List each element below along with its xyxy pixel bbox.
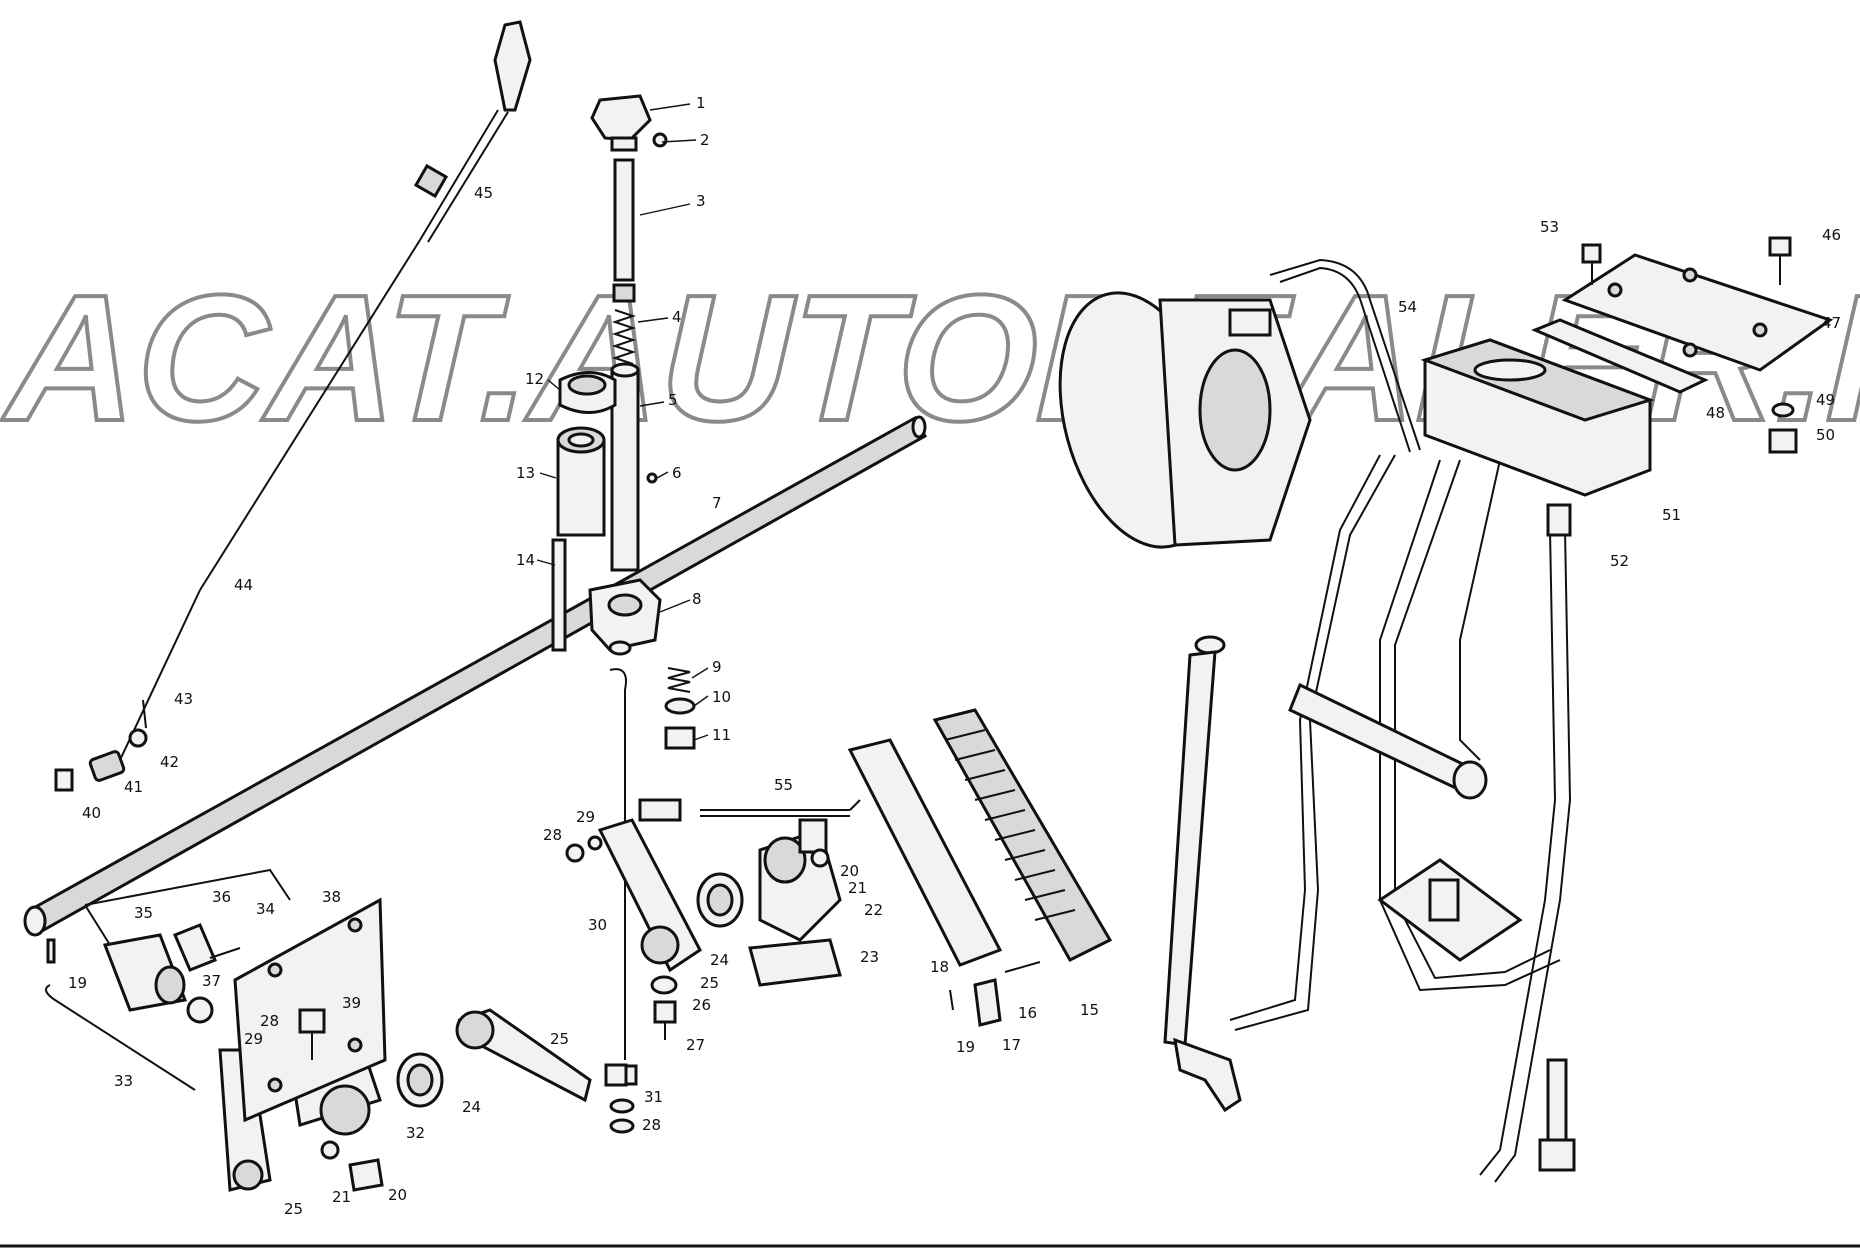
callout-34: 34 bbox=[256, 900, 275, 918]
callout-9: 9 bbox=[712, 658, 722, 676]
callout-25-mid: 25 bbox=[550, 1030, 569, 1048]
callout-21-upper: 21 bbox=[848, 879, 867, 897]
callout-28-left: 28 bbox=[260, 1012, 279, 1030]
callout-36: 36 bbox=[212, 888, 231, 906]
callout-15: 15 bbox=[1080, 1001, 1099, 1019]
clamp-31 bbox=[604, 1063, 628, 1087]
callout-5: 5 bbox=[668, 391, 678, 409]
callout-28-lower: 28 bbox=[642, 1116, 661, 1134]
callout-13: 13 bbox=[516, 464, 535, 482]
callout-29-left: 29 bbox=[244, 1030, 263, 1048]
callout-49: 49 bbox=[1816, 391, 1835, 409]
callout-18: 18 bbox=[930, 958, 949, 976]
callout-37: 37 bbox=[202, 972, 221, 990]
fasteners-46-53 bbox=[1581, 236, 1798, 454]
callout-55: 55 bbox=[774, 776, 793, 794]
bolt-33 bbox=[45, 984, 196, 1091]
callout-22: 22 bbox=[864, 901, 883, 919]
callout-11: 11 bbox=[712, 726, 731, 744]
bushing-12-13 bbox=[556, 371, 617, 537]
linkage-35-37 bbox=[46, 868, 291, 1024]
fitting-52 bbox=[1546, 503, 1572, 537]
callout-6: 6 bbox=[672, 464, 682, 482]
callout-7: 7 bbox=[712, 494, 722, 512]
valve-block-51 bbox=[1420, 338, 1655, 497]
callout-27: 27 bbox=[686, 1036, 705, 1054]
callout-51: 51 bbox=[1662, 506, 1681, 524]
bracket-8 bbox=[588, 578, 662, 656]
callout-19-left: 19 bbox=[68, 974, 87, 992]
callout-16: 16 bbox=[1018, 1004, 1037, 1022]
callout-17: 17 bbox=[1002, 1036, 1021, 1054]
callout-labels: 1 2 3 4 5 6 7 8 9 10 11 12 13 14 15 16 1… bbox=[68, 94, 1841, 1218]
rod-30 bbox=[609, 668, 638, 1134]
bushings-24 bbox=[396, 872, 744, 1108]
callout-46: 46 bbox=[1822, 226, 1841, 244]
callout-39: 39 bbox=[342, 994, 361, 1012]
callout-29-upper: 29 bbox=[576, 808, 595, 826]
clutch-housing bbox=[1058, 291, 1312, 549]
callout-48: 48 bbox=[1706, 404, 1725, 422]
callout-54: 54 bbox=[1398, 298, 1417, 316]
callout-12: 12 bbox=[525, 370, 544, 388]
callout-32: 32 bbox=[406, 1124, 425, 1142]
callout-2: 2 bbox=[700, 131, 710, 149]
rod-55 bbox=[638, 798, 861, 822]
callout-41: 41 bbox=[124, 778, 143, 796]
callout-43: 43 bbox=[174, 690, 193, 708]
nut-bolt-26-27 bbox=[650, 975, 678, 1040]
pedal-arm bbox=[1163, 635, 1523, 1113]
callout-3: 3 bbox=[696, 192, 706, 210]
callout-20-upper: 20 bbox=[840, 862, 859, 880]
callout-38: 38 bbox=[322, 888, 341, 906]
callout-53: 53 bbox=[1540, 218, 1559, 236]
callout-44: 44 bbox=[234, 576, 253, 594]
callout-21-lower: 21 bbox=[332, 1188, 351, 1206]
throttle-cable bbox=[54, 20, 532, 792]
pipes bbox=[1229, 258, 1572, 1183]
callout-50: 50 bbox=[1816, 426, 1835, 444]
callout-33: 33 bbox=[114, 1072, 133, 1090]
callout-4: 4 bbox=[672, 308, 682, 326]
cover-plate-47 bbox=[1531, 253, 1834, 394]
leader-lines bbox=[536, 103, 709, 741]
callout-19-pedal: 19 bbox=[956, 1038, 975, 1056]
callout-23: 23 bbox=[860, 948, 879, 966]
callout-14: 14 bbox=[516, 551, 535, 569]
spring-washer-nut bbox=[664, 667, 696, 750]
levers-25 bbox=[218, 818, 702, 1192]
callout-24-lower: 24 bbox=[462, 1098, 481, 1116]
callout-20-lower: 20 bbox=[388, 1186, 407, 1204]
callout-10: 10 bbox=[712, 688, 731, 706]
support-block bbox=[748, 818, 842, 987]
pin-bottom-right bbox=[1538, 1058, 1576, 1172]
pin-14 bbox=[551, 538, 567, 652]
callout-25-lower: 25 bbox=[284, 1200, 303, 1218]
callout-40: 40 bbox=[82, 804, 101, 822]
callout-26: 26 bbox=[692, 996, 711, 1014]
callout-8: 8 bbox=[692, 590, 702, 608]
bolt-20-washer-21 bbox=[320, 1140, 384, 1192]
callout-25-upper: 25 bbox=[700, 974, 719, 992]
callout-1: 1 bbox=[696, 94, 706, 112]
pedals bbox=[847, 708, 1113, 967]
cross-shaft bbox=[23, 415, 928, 937]
callout-30: 30 bbox=[588, 916, 607, 934]
callout-28-upper: 28 bbox=[543, 826, 562, 844]
callout-52: 52 bbox=[1610, 552, 1629, 570]
callout-42: 42 bbox=[160, 753, 179, 771]
callout-24-upper: 24 bbox=[710, 951, 729, 969]
bolt-39 bbox=[298, 1008, 326, 1060]
callout-35: 35 bbox=[134, 904, 153, 922]
callout-45: 45 bbox=[474, 184, 493, 202]
callout-31: 31 bbox=[644, 1088, 663, 1106]
callout-47: 47 bbox=[1822, 314, 1841, 332]
pedal-hardware bbox=[949, 961, 1041, 1027]
